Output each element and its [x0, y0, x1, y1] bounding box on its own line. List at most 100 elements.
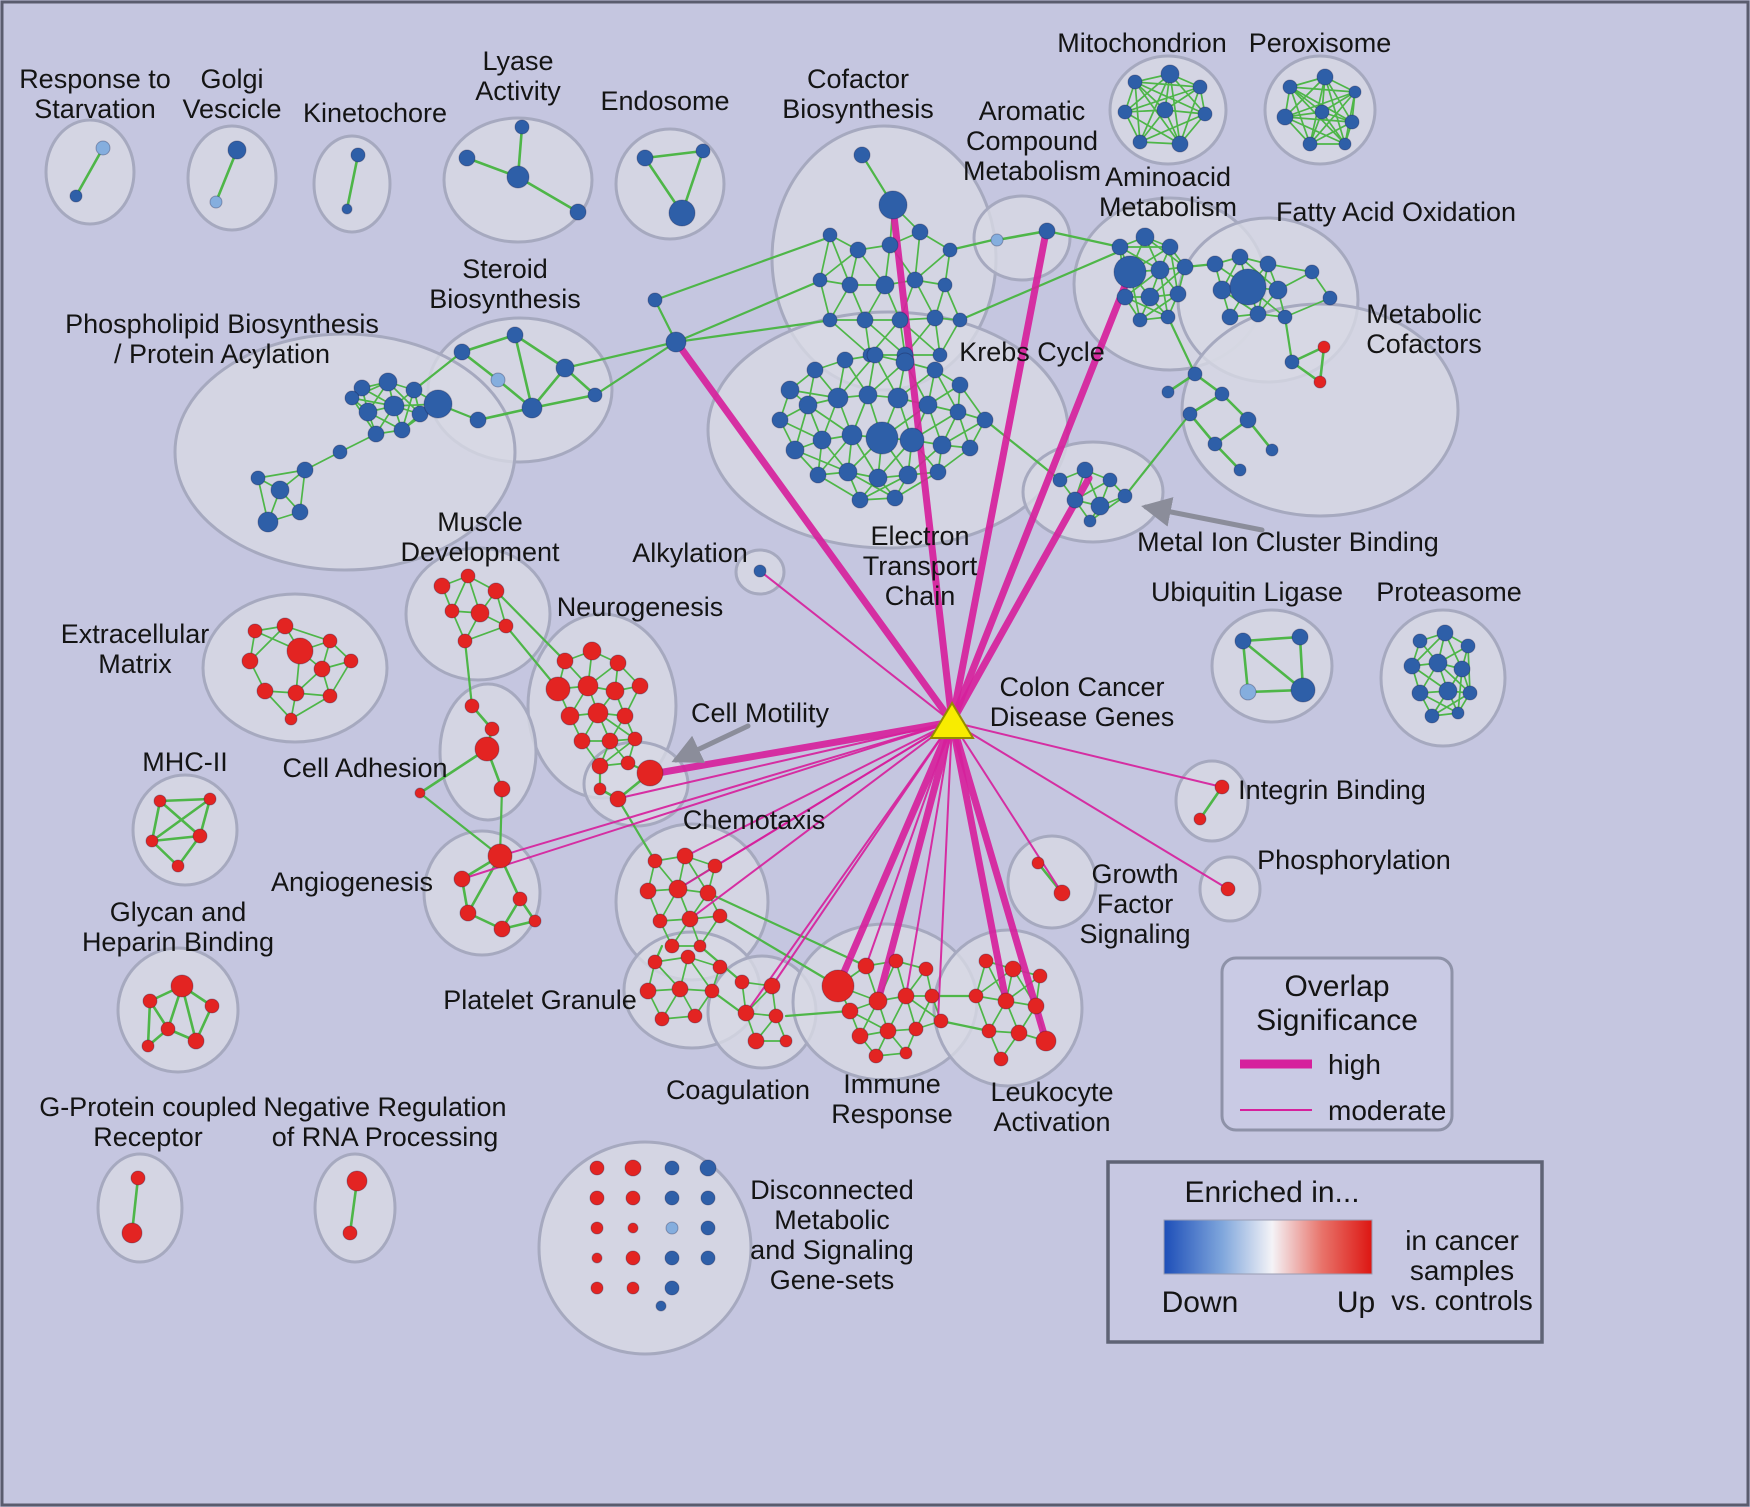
- inter-cluster-edge: [983, 418, 1062, 482]
- overlap-edge-green: [914, 231, 921, 281]
- gene-set-node: [1206, 255, 1224, 273]
- gene-set-node: [1460, 638, 1476, 654]
- gene-set-node: [1453, 660, 1471, 678]
- cluster-label: Proteasome: [1376, 577, 1522, 607]
- gene-set-node: [865, 421, 899, 455]
- gene-set-node: [296, 461, 314, 479]
- inter-cluster-edge: [463, 639, 474, 708]
- gene-set-node: [411, 405, 429, 423]
- gene-set-node: [332, 444, 348, 460]
- gene-set-node: [353, 379, 371, 397]
- gene-set-node: [1239, 411, 1257, 429]
- gene-set-node: [1076, 461, 1094, 479]
- overlap-edge-green: [1324, 76, 1353, 123]
- overlap-edge-green: [1324, 76, 1346, 145]
- gene-set-node: [393, 421, 411, 439]
- gene-set-node: [545, 676, 571, 702]
- pointer-arrow: [671, 723, 751, 763]
- gene-set-node: [952, 312, 968, 328]
- gene-set-node: [858, 385, 878, 405]
- gene-set-node: [589, 1160, 605, 1176]
- inter-cluster-edge: [1045, 229, 1122, 249]
- gene-set-node: [693, 939, 707, 953]
- gene-set-node: [405, 381, 423, 399]
- overlap-edge-green: [1124, 111, 1181, 145]
- gene-set-node: [627, 1222, 639, 1234]
- overlap-edge-green: [214, 148, 239, 204]
- gene-set-node: [929, 463, 947, 481]
- disease-overlap-edge-moderate: [951, 721, 1229, 890]
- gene-set-node: [1314, 104, 1330, 120]
- gene-set-node: [737, 1004, 755, 1022]
- gene-set-node: [1161, 385, 1175, 399]
- overlap-edge-green: [464, 625, 507, 642]
- cluster-label: Neurogenesis: [557, 592, 724, 622]
- gene-set-node: [806, 361, 824, 379]
- gene-set-node: [589, 1190, 605, 1206]
- overlap-edge-green: [859, 474, 909, 501]
- legend-high-label: high: [1328, 1049, 1381, 1080]
- inter-cluster-edge: [412, 350, 464, 392]
- gene-set-node: [343, 653, 359, 669]
- gene-set-node: [378, 372, 398, 392]
- gene-set-node: [768, 1008, 784, 1024]
- overlap-edge-green: [150, 797, 212, 843]
- gene-set-node: [887, 387, 909, 409]
- gene-set-node: [1277, 309, 1293, 325]
- overlap-edge-green: [530, 393, 597, 410]
- gene-set-node: [771, 411, 789, 429]
- gene-set-node: [69, 189, 83, 203]
- disease-overlap-edge-moderate: [619, 721, 953, 799]
- gene-set-node: [942, 242, 958, 258]
- legend-down-label: Down: [1162, 1286, 1239, 1319]
- gene-set-node: [616, 707, 634, 725]
- disease-overlap-edge-high: [874, 718, 956, 1005]
- cluster-ellipse-metabolic-cofactors: [1180, 302, 1460, 518]
- legend-overlap-box: [1220, 956, 1454, 1132]
- gene-set-node: [241, 652, 259, 670]
- pointer-arrow: [1141, 497, 1265, 533]
- cluster-label: Phospholipid Biosynthesis/ Protein Acyla…: [65, 309, 379, 369]
- gene-set-node: [341, 203, 353, 215]
- gene-set-node: [981, 1023, 997, 1039]
- gene-set-node: [1192, 79, 1208, 95]
- cluster-ellipse-g-protein-coupled-receptor: [96, 1152, 184, 1264]
- cluster-ellipse-angiogenesis: [422, 829, 542, 957]
- gene-set-node: [1221, 308, 1239, 326]
- inter-cluster-edge: [718, 914, 840, 988]
- gene-set-node: [620, 755, 636, 771]
- gene-set-node: [712, 959, 728, 975]
- cluster-label: Cell Adhesion: [282, 753, 447, 783]
- gene-set-node: [668, 199, 696, 227]
- gene-set-node: [866, 346, 884, 364]
- gene-set-node: [780, 380, 800, 400]
- gene-set-node: [1234, 632, 1252, 650]
- gene-set-node: [1187, 366, 1203, 382]
- gene-set-node: [560, 706, 580, 726]
- gene-set-node: [812, 272, 828, 288]
- gene-set-node: [1132, 134, 1148, 150]
- gene-set-node: [918, 395, 938, 415]
- gene-set-node: [350, 147, 366, 163]
- disease-overlap-edge-moderate: [677, 721, 953, 890]
- gene-set-node: [1436, 624, 1454, 642]
- gene-set-node: [130, 1170, 146, 1186]
- disease-overlap-edge-high: [948, 718, 1010, 1005]
- overlap-edge-green: [829, 319, 871, 356]
- gene-set-node: [631, 677, 649, 695]
- gene-set-node: [1193, 812, 1207, 826]
- gene-set-node: [886, 489, 904, 507]
- gene-set-node: [1161, 238, 1179, 256]
- gene-set-node: [344, 390, 360, 406]
- gene-set-node: [849, 241, 867, 259]
- gene-set-node: [203, 792, 217, 806]
- gene-set-node: [636, 149, 654, 167]
- gene-set-node: [899, 1046, 913, 1060]
- gene-set-node: [655, 1300, 667, 1312]
- gene-set-node: [358, 402, 378, 422]
